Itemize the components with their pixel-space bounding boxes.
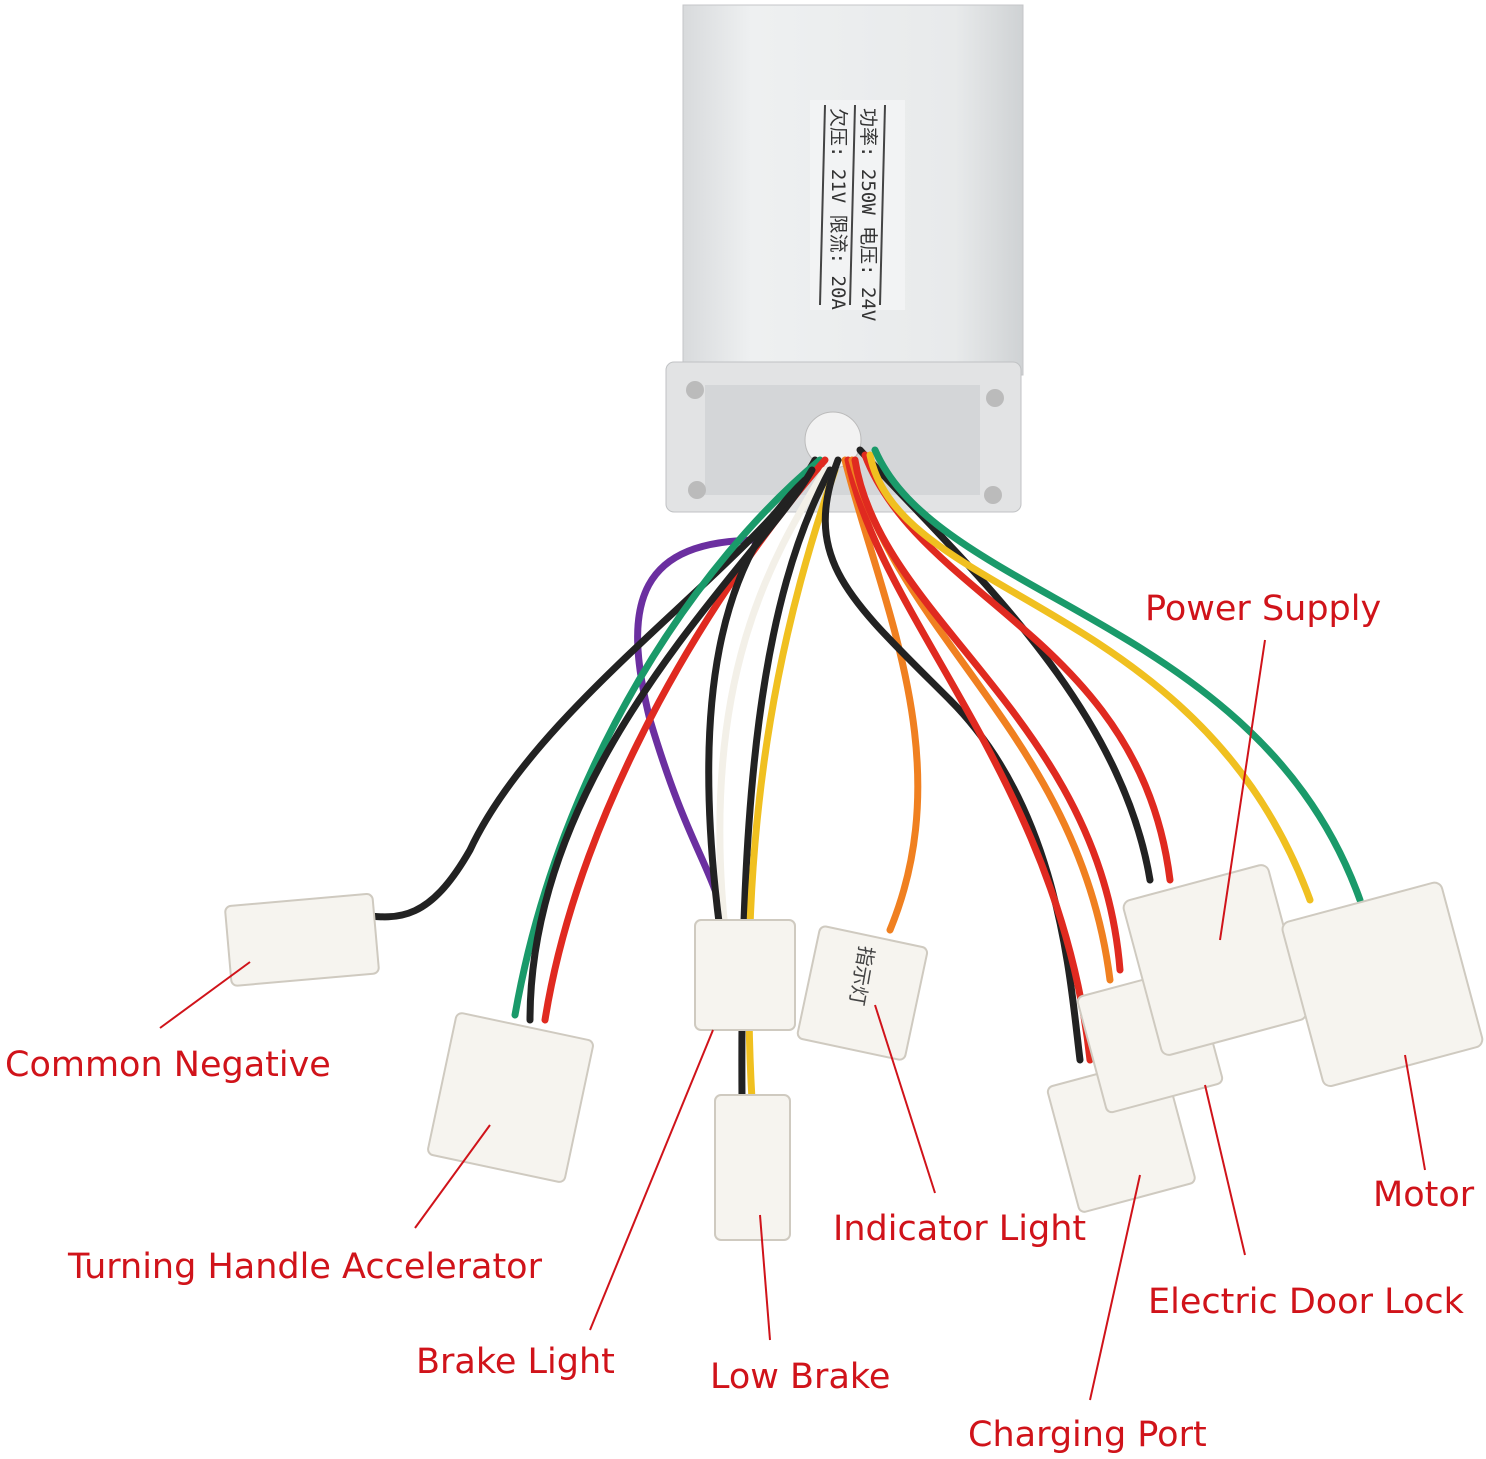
label-turning-handle-accelerator: Turning Handle Accelerator: [67, 1247, 543, 1287]
controller-box: 功率: 250W 电压: 24V 欠压: 21V 限流: 20A: [665, 4, 1024, 513]
leader-throttle: [414, 1124, 491, 1229]
label-electric-door-lock: Electric Door Lock: [1148, 1282, 1465, 1322]
wire-bundle: [356, 446, 1364, 1104]
leader-power-supply: [1219, 639, 1266, 941]
screw-icon: [686, 381, 704, 399]
spec-line-1: 功率: 250W 电压: 24V: [857, 108, 879, 321]
screw-icon: [986, 389, 1004, 407]
label-motor: Motor: [1373, 1175, 1475, 1215]
connector-indicator-light: 指示灯: [796, 925, 929, 1061]
screw-icon: [984, 486, 1002, 504]
label-common-negative: Common Negative: [5, 1045, 331, 1085]
spec-line-2: 欠压: 21V 限流: 20A: [827, 108, 849, 310]
leader-door-lock: [1204, 1084, 1246, 1256]
leader-brake-light: [589, 1029, 714, 1331]
label-low-brake: Low Brake: [710, 1357, 890, 1397]
screw-icon: [688, 481, 706, 499]
connector-common-negative: [224, 893, 380, 987]
connector-motor: [1281, 881, 1484, 1088]
label-indicator-light: Indicator Light: [833, 1209, 1086, 1249]
spec-plate: 功率: 250W 电压: 24V 欠压: 21V 限流: 20A: [810, 100, 905, 321]
leader-indicator-light: [874, 1004, 936, 1194]
label-charging-port: Charging Port: [968, 1415, 1207, 1455]
leader-motor: [1404, 1054, 1426, 1171]
connector-low-brake: [714, 1094, 791, 1241]
label-brake-light: Brake Light: [416, 1342, 615, 1382]
leader-charging-port: [1089, 1174, 1141, 1401]
connector-throttle: [427, 1012, 594, 1183]
leader-common-negative: [159, 961, 251, 1029]
leader-low-brake: [759, 1214, 771, 1341]
connector-brake-light: [694, 919, 796, 1031]
label-power-supply: Power Supply: [1145, 589, 1381, 629]
